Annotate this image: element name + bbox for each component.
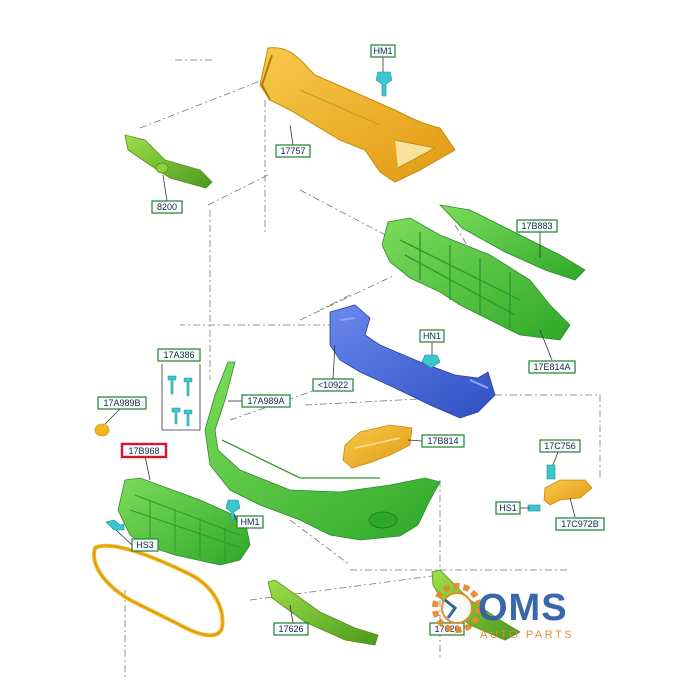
part-label-17a989b[interactable]: 17A989B — [97, 396, 147, 410]
part-label-hs1[interactable]: HS1 — [495, 501, 521, 515]
svg-text:<10922: <10922 — [318, 380, 348, 390]
svg-text:17A989B: 17A989B — [103, 398, 140, 408]
cap-17a989b-icon — [94, 423, 110, 437]
logo-tagline: AUTO PARTS — [480, 629, 574, 641]
fastener-hn1-icon — [421, 354, 441, 369]
svg-text:17C756: 17C756 — [544, 441, 576, 451]
brand-logo: OMS AUTO PARTS — [432, 583, 574, 641]
grille-trim-strip-part — [124, 134, 213, 189]
svg-text:8200: 8200 — [157, 202, 177, 212]
part-label-17a989a[interactable]: 17A989A — [241, 394, 291, 408]
part-label-17a386[interactable]: 17A386 — [157, 348, 201, 362]
part-label-17b968-highlighted[interactable]: 17B968 — [120, 442, 168, 459]
part-label-17c972b[interactable]: 17C972B — [555, 517, 605, 531]
svg-text:HM1: HM1 — [240, 517, 259, 527]
part-label-17c756[interactable]: 17C756 — [539, 439, 581, 453]
part-label-hs3[interactable]: HS3 — [131, 538, 159, 552]
part-label-17b883[interactable]: 17B883 — [516, 219, 558, 233]
svg-text:17E814A: 17E814A — [533, 362, 570, 372]
lower-trim-strip-part — [267, 579, 379, 646]
part-label-hm1-top[interactable]: HM1 — [370, 44, 396, 58]
part-label-17e814a[interactable]: 17E814A — [528, 360, 576, 374]
svg-text:17B814: 17B814 — [427, 436, 458, 446]
logo-name: OMS — [478, 587, 568, 629]
screws-17a386-icon — [167, 375, 193, 427]
svg-text:17757: 17757 — [280, 146, 305, 156]
svg-text:17626: 17626 — [278, 624, 303, 634]
svg-text:HS1: HS1 — [499, 503, 517, 513]
fastener-hm1-top-icon — [375, 71, 393, 97]
svg-text:HS3: HS3 — [136, 540, 154, 550]
svg-text:HM1: HM1 — [373, 46, 392, 56]
bumper-reinforcement-beam-part — [329, 304, 496, 419]
part-label-10922[interactable]: <10922 — [312, 378, 354, 392]
svg-text:17B883: 17B883 — [521, 221, 552, 231]
bracket-17a386-frame — [161, 364, 201, 431]
part-label-17626[interactable]: 17626 — [273, 622, 309, 636]
grille-surround-ring-part — [92, 543, 225, 638]
part-label-8200[interactable]: 8200 — [151, 200, 183, 214]
part-label-17b814[interactable]: 17B814 — [421, 434, 465, 448]
upper-bumper-cover-part — [259, 47, 456, 183]
fastener-hs3-icon — [105, 519, 125, 531]
part-label-hm1-bottom[interactable]: HM1 — [236, 515, 264, 529]
lower-bumper-cover-part — [204, 361, 441, 541]
fastener-hm1-bottom-icon — [225, 499, 241, 521]
bracket-17c972b-part — [527, 464, 593, 512]
bracket-17b814-part — [342, 424, 413, 469]
svg-text:17C972B: 17C972B — [561, 519, 599, 529]
svg-text:17B968: 17B968 — [128, 446, 159, 456]
leader-lines — [104, 57, 576, 624]
svg-text:17A989A: 17A989A — [247, 396, 284, 406]
part-label-17757[interactable]: 17757 — [275, 144, 311, 158]
upper-grille-support-part — [381, 204, 586, 341]
svg-text:17A386: 17A386 — [163, 350, 194, 360]
part-label-hn1[interactable]: HN1 — [419, 329, 445, 343]
gear-icon — [432, 583, 482, 633]
svg-text:HN1: HN1 — [423, 331, 441, 341]
